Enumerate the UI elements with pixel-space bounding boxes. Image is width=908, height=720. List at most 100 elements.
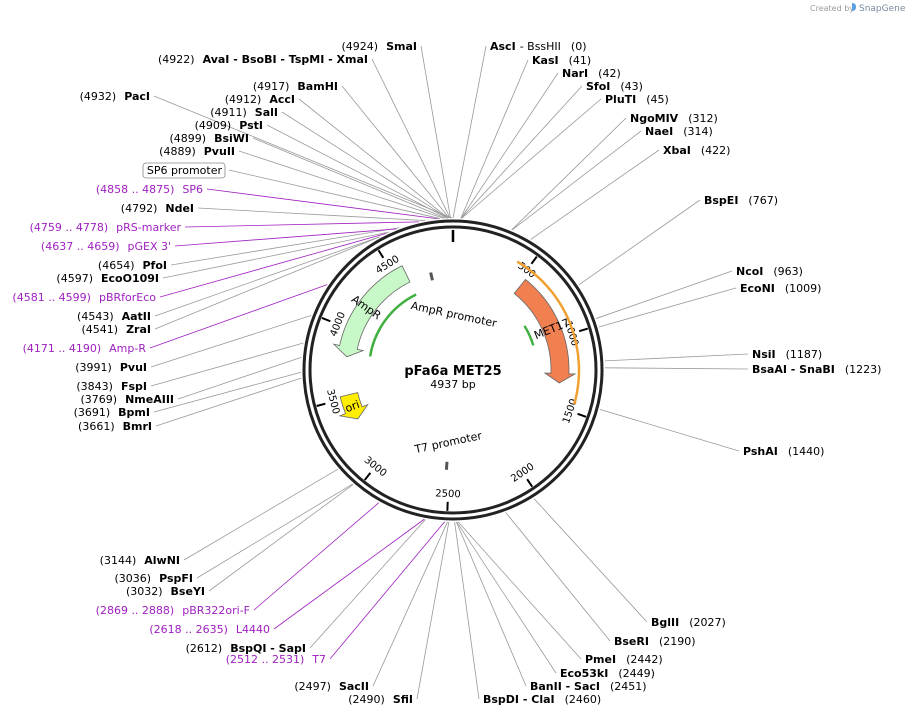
site-leader-lines xyxy=(149,45,749,700)
site-label: (4899)BsiWI xyxy=(169,132,249,145)
leader-line xyxy=(196,483,353,579)
leader-line xyxy=(329,521,445,660)
site-label: (4909)PstI xyxy=(195,119,263,132)
site-label: (2612)BspQI - SapI xyxy=(186,642,306,655)
feature-arrow-ampr xyxy=(332,265,411,358)
t7-promoter-label: T7 promoter xyxy=(413,429,484,456)
tick-mark xyxy=(321,316,331,323)
site-label: (4792)NdeI xyxy=(121,202,194,215)
site-label: (4912)AccI xyxy=(225,93,295,106)
orf-band xyxy=(523,325,535,346)
feature-box xyxy=(142,162,226,179)
site-label: (4924)SmaI xyxy=(342,40,417,53)
orf-band xyxy=(368,293,417,357)
leader-line xyxy=(174,228,397,247)
site-label: NaeI(314) xyxy=(645,125,713,138)
site-labels: AscI- BssHII(0)KasI(41)NarI(42)SfoI(43)P… xyxy=(12,40,881,706)
tick-label: 3500 xyxy=(324,388,341,415)
site-label: (3991)PvuI xyxy=(75,361,147,374)
leader-line xyxy=(371,58,451,219)
leader-line xyxy=(505,512,611,642)
tick-label: 2500 xyxy=(435,488,461,500)
leader-line xyxy=(456,521,527,687)
leader-line xyxy=(598,287,737,328)
leader-line xyxy=(460,72,559,219)
leader-line xyxy=(154,236,380,330)
leader-line xyxy=(153,95,453,219)
tick-mark xyxy=(377,249,385,259)
feature-arrow-ori xyxy=(338,392,369,420)
leader-line xyxy=(530,149,660,240)
site-label: (4654)PfoI xyxy=(98,259,167,272)
feature-label-ori: ori xyxy=(343,398,361,415)
leader-line xyxy=(170,227,400,266)
leader-line xyxy=(457,521,582,660)
site-label: (4637 .. 4659)pGEX 3' xyxy=(41,240,171,253)
site-label: BglII(2027) xyxy=(651,616,726,629)
site-label: PshAI(1440) xyxy=(743,445,824,458)
site-label: NgoMIV(312) xyxy=(630,112,718,125)
leader-line xyxy=(197,207,426,221)
site-label: (4932)PacI xyxy=(80,90,150,103)
plasmid-size: 4937 bp xyxy=(430,378,475,391)
site-label: SfoI(43) xyxy=(586,80,643,93)
site-label: BsaAI - SnaBI(1223) xyxy=(752,363,881,376)
leader-line xyxy=(281,111,449,219)
site-label: Eco53kI(2449) xyxy=(560,667,655,680)
leader-line xyxy=(150,342,304,387)
plasmid-name: pFa6a MET25 xyxy=(404,364,501,379)
leader-line xyxy=(511,117,627,231)
ampr-promoter-label: AmpR promoter xyxy=(410,299,499,330)
site-label: (3144)AlwNI xyxy=(100,554,180,567)
leader-line xyxy=(578,199,701,286)
tick-mark xyxy=(530,256,538,265)
site-label: (2512 .. 2531)T7 xyxy=(226,653,326,666)
site-label: NsiI(1187) xyxy=(752,348,822,361)
orf-band xyxy=(516,260,581,405)
site-label: KasI(41) xyxy=(532,54,591,67)
leader-line xyxy=(252,137,446,219)
tick-mark xyxy=(578,327,589,333)
leader-line xyxy=(460,59,529,219)
leader-line xyxy=(184,221,419,228)
site-label: (4889)PvuII xyxy=(159,145,235,158)
site-label: (4917)BamHI xyxy=(253,80,338,93)
site-label: (3032)BseYI xyxy=(126,585,205,598)
site-label: AscI- BssHII(0) xyxy=(490,40,587,53)
leader-line xyxy=(149,284,328,349)
leader-line xyxy=(206,188,438,220)
site-label: (4911)SalI xyxy=(210,106,278,119)
tick-mark xyxy=(526,478,534,488)
leader-line xyxy=(309,519,426,649)
leader-line xyxy=(266,124,448,219)
tick-mark xyxy=(363,472,372,481)
feature-arrow-met17 xyxy=(513,278,577,384)
site-label: PluTI(45) xyxy=(605,93,669,106)
leader-line xyxy=(604,353,749,362)
leader-line xyxy=(228,169,441,219)
site-label: BseRI(2190) xyxy=(614,635,696,648)
credit-brand: SnapGene xyxy=(859,4,906,14)
site-label: BspEI(767) xyxy=(704,194,778,207)
leader-line xyxy=(456,521,557,674)
tick-label: 2000 xyxy=(509,461,536,484)
leader-line xyxy=(416,521,450,700)
tick-label: 1500 xyxy=(561,397,580,425)
site-label: (4543)AatII xyxy=(77,310,151,323)
site-label: NarI(42) xyxy=(562,67,621,80)
site-label: BspDI - ClaI(2460) xyxy=(483,693,601,706)
leader-line xyxy=(298,98,449,219)
site-label: EcoNI(1009) xyxy=(740,282,821,295)
leader-line xyxy=(273,518,425,630)
leader-line xyxy=(253,502,380,611)
leader-line xyxy=(420,45,451,219)
leader-line xyxy=(372,521,448,687)
leader-line xyxy=(595,270,733,319)
promoter-glyph xyxy=(444,461,449,470)
leader-line xyxy=(150,315,312,368)
site-label: (3843)FspI xyxy=(76,380,147,393)
backbone xyxy=(302,219,604,521)
site-label: (4759 .. 4778)pRS-marker xyxy=(30,221,182,234)
site-label: PmeI(2442) xyxy=(585,653,663,666)
